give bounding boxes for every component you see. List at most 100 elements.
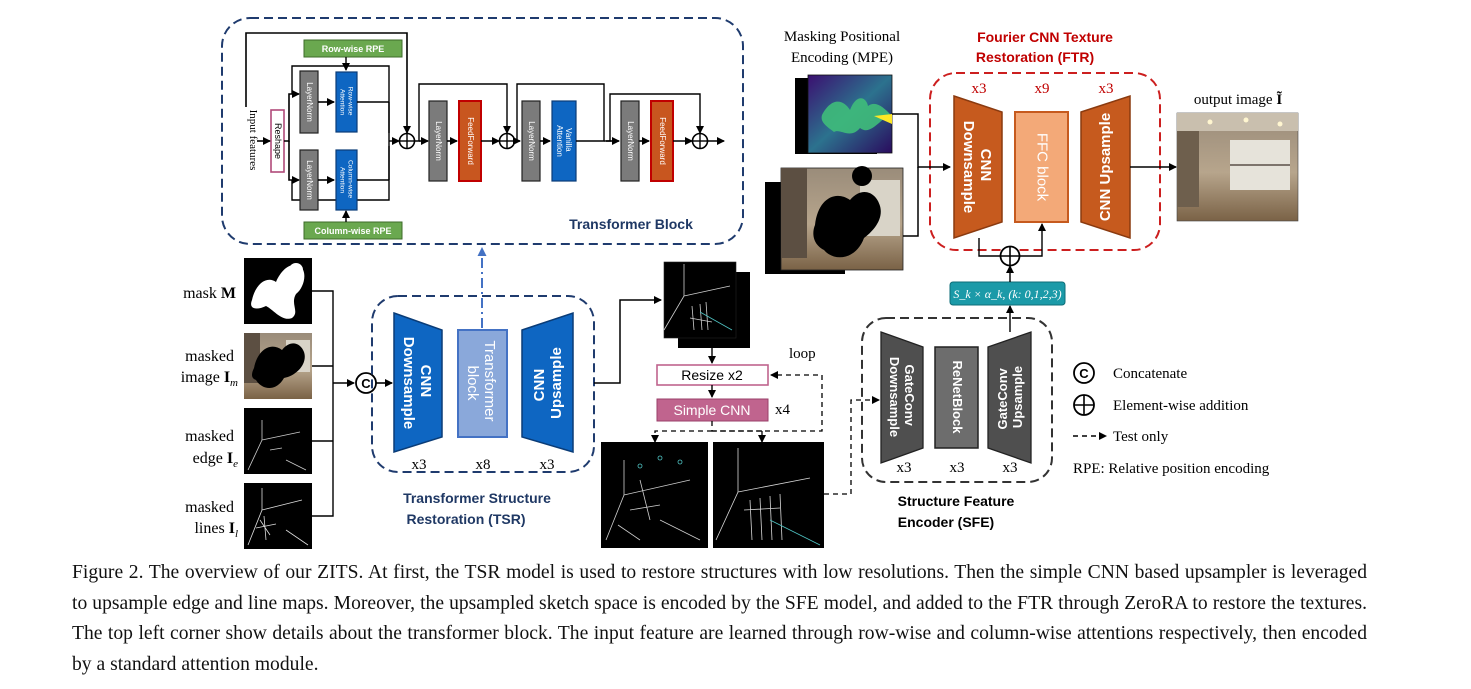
ftr-rep-1: x3: [972, 81, 987, 97]
tsr-title-line1: Transformer Structure: [403, 490, 551, 506]
upsampler: Resize x2 Simple CNN x4 loop: [601, 261, 880, 548]
vanilla-attn-line2: Attention: [555, 125, 564, 157]
layernorm-4-label: LayerNorm: [626, 121, 635, 161]
masked-image-line1: masked: [185, 348, 234, 365]
sfe-rep-3: x3: [1003, 460, 1018, 476]
transformer-block-dashed-frame: [221, 17, 744, 245]
ftr-dashed-frame: [929, 72, 1161, 251]
ffc-block-box: [1014, 111, 1069, 223]
mpe-line2: Encoding (MPE): [791, 50, 893, 66]
masked-image-thumbnail: [244, 333, 312, 399]
masked-edge-line1: masked: [185, 428, 234, 445]
ftr-title-line1: Fourier CNN Texture: [977, 29, 1113, 45]
layernorm-row-label: LayerNorm: [305, 82, 314, 122]
gateconv-upsample-shape: [987, 331, 1032, 464]
gate-up-line2: Upsample: [1010, 366, 1025, 428]
tsr-down-line2: Downsample: [400, 337, 417, 430]
sfe-title-line2: Encoder (SFE): [898, 514, 994, 530]
masked-image-line2: image Im: [181, 369, 238, 389]
svg-text:GateConv Downsample: GateConv Downsample: [887, 357, 917, 437]
tsr-rep-down: x3: [412, 457, 427, 473]
ftr-downsample-shape: [953, 94, 1003, 240]
col-attn-line2: Attention: [339, 167, 346, 193]
feedforward-2-label: FeedForward: [658, 117, 667, 165]
layernorm-2-label: LayerNorm: [434, 121, 443, 161]
ftr-upsample-shape: [1080, 94, 1131, 240]
sfe-title-line1: Structure Feature: [898, 493, 1015, 509]
mpe-line1: Masking Positional: [784, 29, 900, 45]
svg-text:Column-wise Attention: Column-wise Attention: [339, 160, 354, 200]
reshape-label: Reshape: [273, 123, 283, 159]
layernorm-col-label: LayerNorm: [305, 160, 314, 200]
svg-text:CNN Downsample: CNN Downsample: [400, 337, 434, 430]
svg-text:C: C: [361, 376, 371, 391]
mpe-thumbnails: [795, 74, 893, 154]
simple-cnn-label: Simple CNN: [673, 402, 750, 418]
add-icon: [398, 132, 416, 150]
scaling-formula-box: [949, 281, 1066, 306]
ftr-up-label: CNN Upsample: [1097, 113, 1114, 221]
col-attn-line1: Column-wise: [347, 160, 354, 198]
add-icon: [1073, 394, 1095, 416]
sfe-dashed-frame: [861, 317, 1053, 483]
tsr-rep-up: x3: [540, 457, 555, 473]
masked-lines-thumbnail: [244, 483, 312, 549]
ftr-title-line2: Restoration (FTR): [976, 49, 1094, 65]
loop-label: loop: [789, 346, 816, 362]
legend-rpe: RPE: Relative position encoding: [1073, 461, 1270, 477]
row-attn-line2: Attention: [339, 89, 346, 115]
mpe-group: Masking Positional Encoding (MPE): [765, 29, 951, 274]
simple-cnn-reps: x4: [775, 402, 791, 418]
gate-down-line1: GateConv: [902, 364, 917, 426]
tsr-transformer-box: [457, 329, 508, 438]
masked-lines-line1: masked: [185, 499, 234, 516]
ftr-down-line2: Downsample: [960, 121, 977, 214]
output-group: output image Ĩ: [1176, 90, 1299, 222]
svg-text:CNN Downsample: CNN Downsample: [960, 121, 994, 214]
add-icon: [999, 245, 1021, 267]
vanilla-attn-line1: Vanilla: [564, 128, 573, 152]
concatenate-icon: C: [1073, 362, 1095, 384]
col-rpe-box: [303, 221, 403, 240]
tsr-dashed-frame: [371, 295, 595, 473]
svg-text:Row-wise Attention: Row-wise Attention: [339, 87, 354, 117]
masked-edge-line2: edge Ie: [193, 450, 238, 470]
transformer-block-detail: Input features Reshape LayerNorm Row-wis…: [221, 17, 744, 245]
ffc-label: FFC block: [1034, 133, 1051, 202]
inputs: mask M masked image Im masked edge Ie ma…: [181, 258, 393, 549]
feedforward-1-label: FeedForward: [466, 117, 475, 165]
gate-down-line2: Downsample: [887, 357, 902, 437]
tsr-title-line2: Restoration (TSR): [407, 511, 526, 527]
zits-architecture-diagram: Input features Reshape LayerNorm Row-wis…: [181, 17, 1299, 549]
output-image-thumbnail: [1176, 112, 1299, 222]
figure-caption: Figure 2. The overview of our ZITS. At f…: [72, 562, 1367, 675]
legend-addition: Element-wise addition: [1113, 398, 1249, 414]
legend-concatenate: Concatenate: [1113, 366, 1187, 382]
ftr-module: Fourier CNN Texture Restoration (FTR) x3…: [929, 29, 1177, 267]
renet-label: ReNetBlock: [950, 361, 965, 435]
ftr-down-line1: CNN: [977, 149, 994, 182]
input-features-label: Input features: [247, 110, 259, 171]
add-icon: [691, 132, 709, 150]
tsr-transformer-line2: block: [464, 365, 481, 401]
tsr-up-line2: Upsample: [548, 347, 565, 419]
renet-block-box: [934, 346, 979, 449]
tsr-up-line1: CNN: [531, 369, 548, 402]
upsampled-edge-thumbnail: [601, 442, 708, 548]
svg-text:C: C: [1079, 366, 1089, 381]
svg-text:Transformer block: Transformer block: [464, 340, 498, 425]
row-rpe-label: Row-wise RPE: [322, 44, 385, 54]
ftr-rep-2: x9: [1035, 81, 1050, 97]
legend-test-only: Test only: [1113, 429, 1169, 445]
output-label: output image Ĩ: [1194, 90, 1283, 108]
row-rpe-box: [303, 39, 403, 58]
row-attn-line1: Row-wise: [347, 87, 354, 116]
structure-thumbnails-low-res: [663, 261, 750, 348]
scaling-formula-label: S_k × α_k, (k: 0,1,2,3): [953, 287, 1061, 301]
masked-edge-thumbnail: [244, 408, 312, 474]
masked-image-stack: [765, 166, 904, 274]
mask-thumbnail: [244, 258, 312, 324]
layernorm-3-label: LayerNorm: [527, 121, 536, 161]
svg-text:CNN Upsample: CNN Upsample: [531, 347, 565, 419]
sfe-rep-1: x3: [897, 460, 912, 476]
